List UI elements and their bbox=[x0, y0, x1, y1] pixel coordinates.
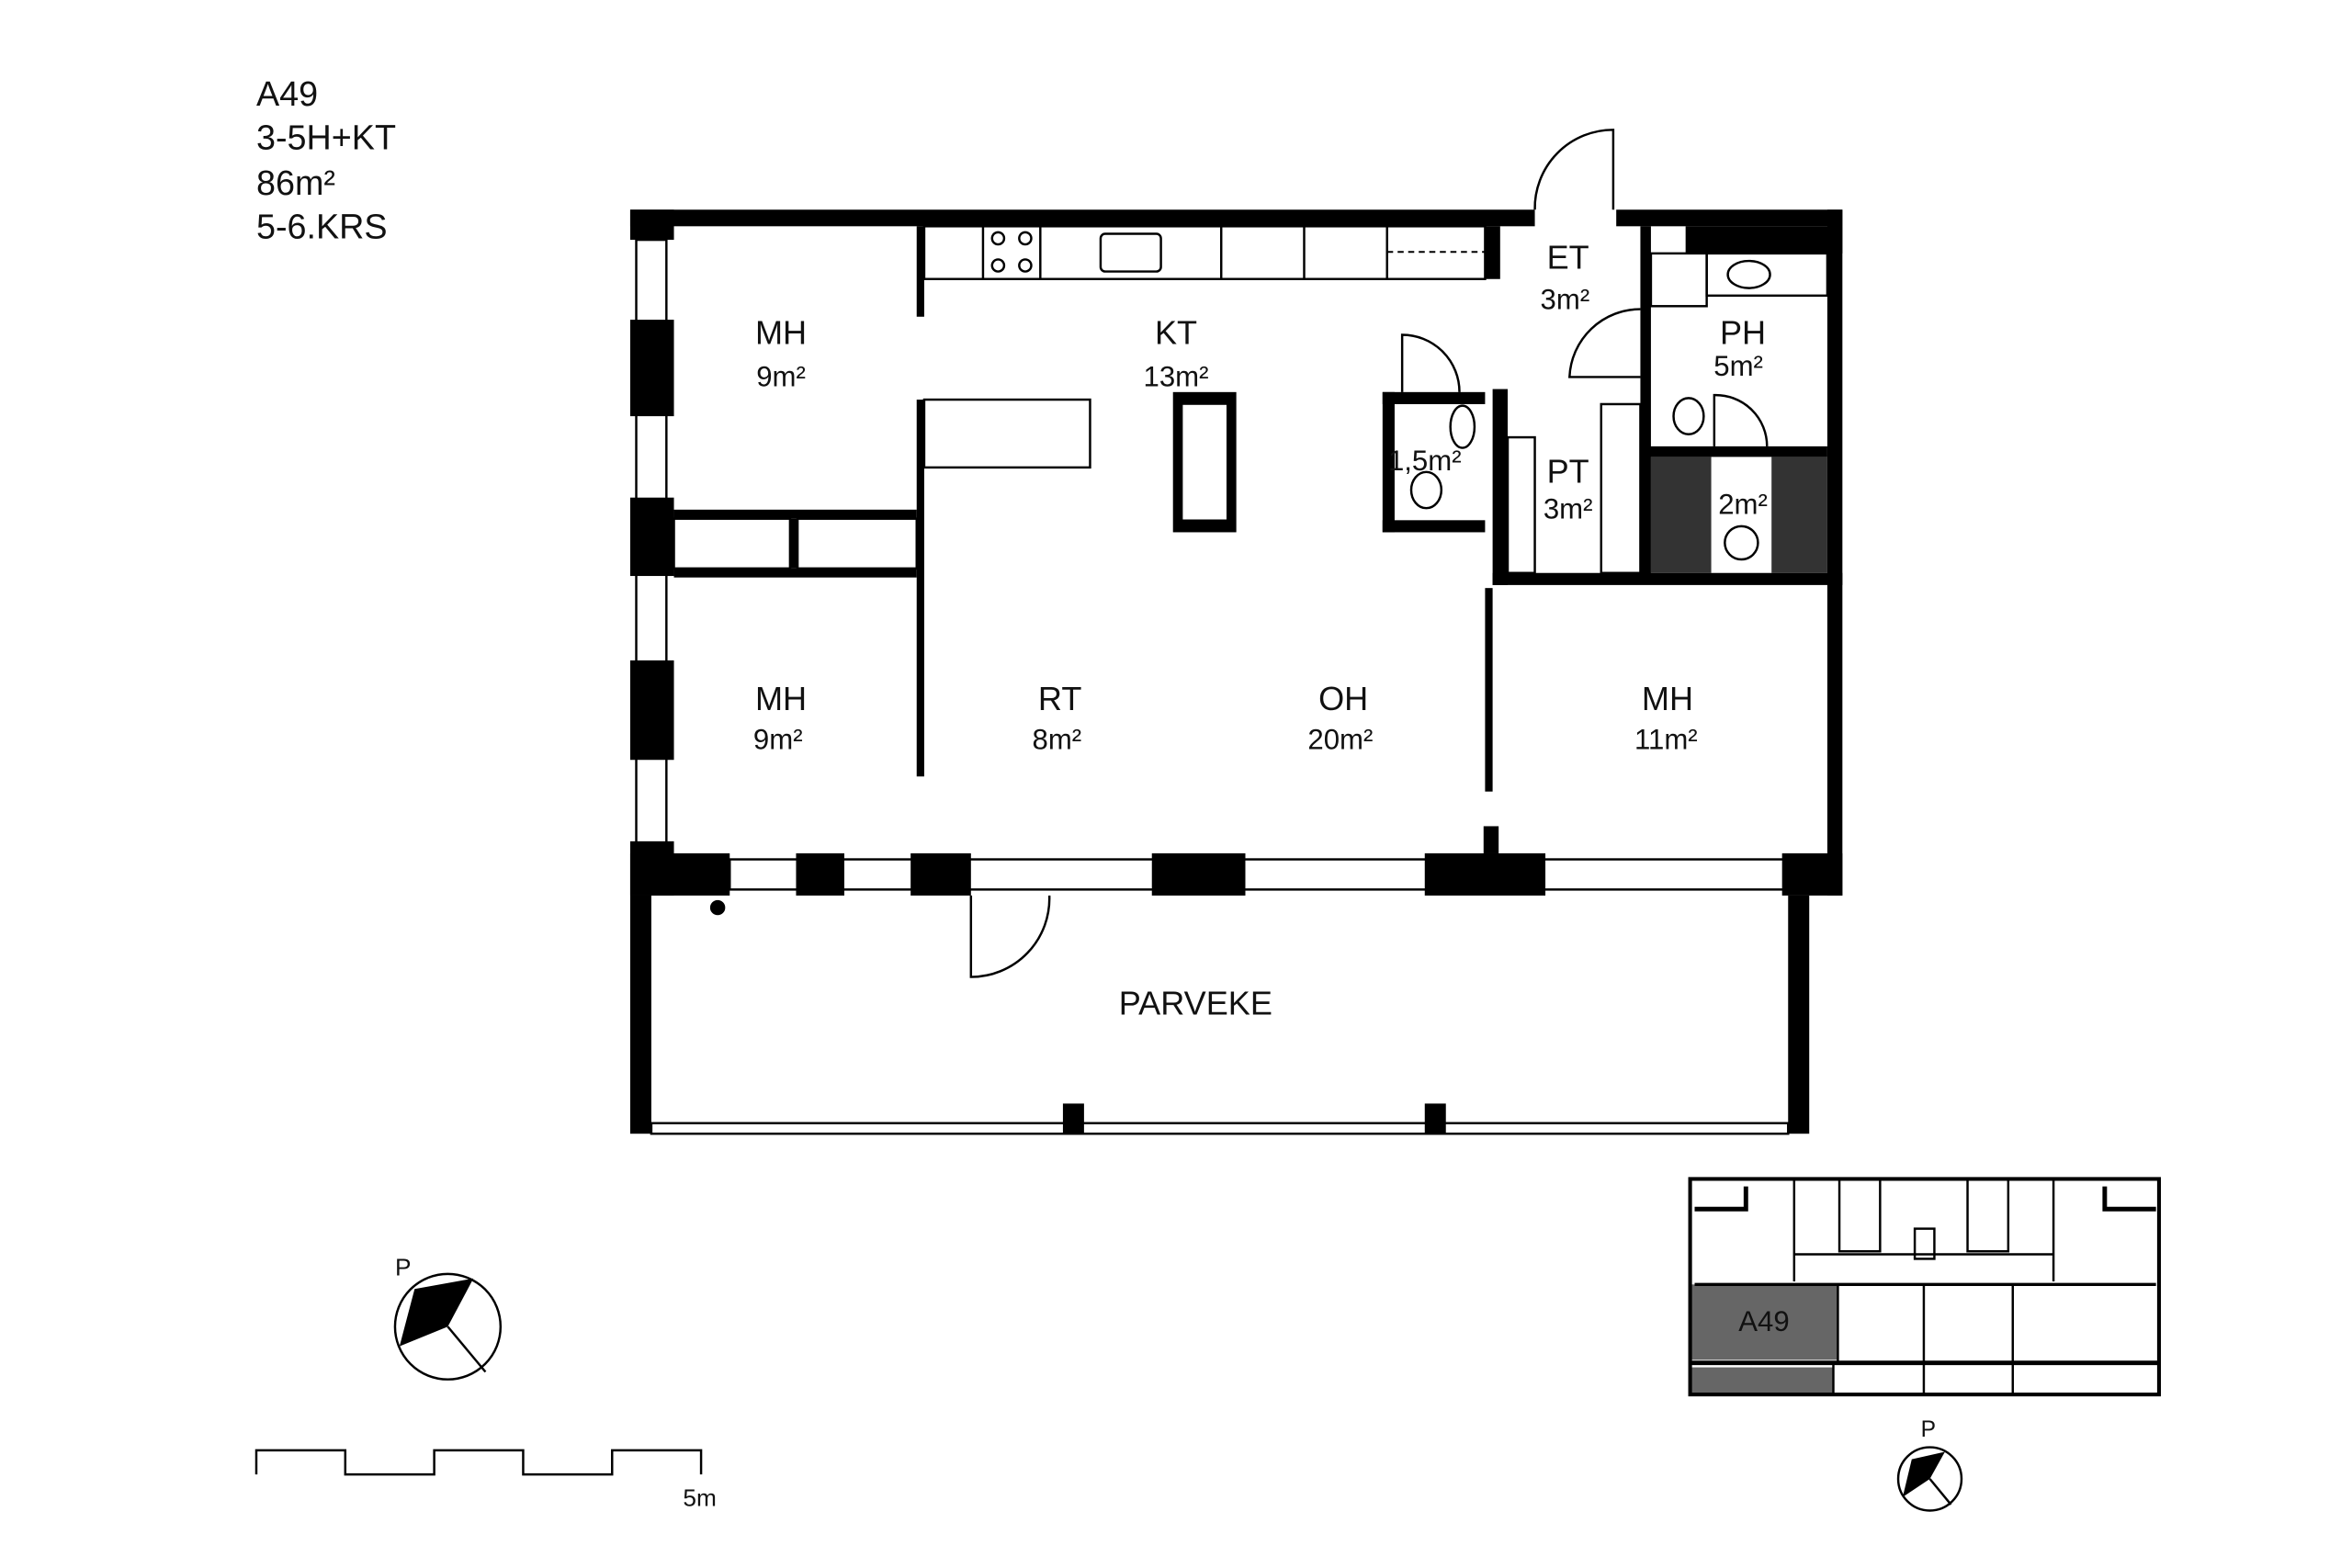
apartment-info: A49 3-5H+KT 86m² 5-6.KRS bbox=[256, 74, 396, 245]
apartment-type: 3-5H+KT bbox=[256, 118, 396, 157]
room-name: MH bbox=[755, 313, 807, 351]
key-plan-compass-icon bbox=[1896, 1446, 1963, 1512]
room-area: 1,5m² bbox=[1388, 445, 1462, 477]
room-area: 5m² bbox=[1713, 350, 1763, 382]
room-area: 2m² bbox=[1718, 489, 1768, 521]
room-area: 3m² bbox=[1544, 493, 1593, 525]
room-labels: MH 9m² KT 13m² ET 3m² PH 5m² 1,5m² PT 3m… bbox=[753, 238, 1768, 1021]
room-area: 9m² bbox=[756, 360, 806, 392]
room-area: 8m² bbox=[1033, 724, 1082, 756]
apartment-id: A49 bbox=[256, 74, 318, 113]
room-area: 20m² bbox=[1307, 724, 1373, 756]
apartment-floors: 5-6.KRS bbox=[256, 207, 388, 245]
balcony bbox=[629, 895, 1810, 1135]
room-area: 11m² bbox=[1634, 724, 1698, 756]
room-area: 9m² bbox=[753, 724, 803, 756]
room-name: PH bbox=[1720, 313, 1766, 351]
doors bbox=[969, 129, 1769, 978]
apartment-area: 86m² bbox=[256, 164, 335, 202]
room-name: PARVEKE bbox=[1119, 985, 1272, 1022]
key-plan-label: A49 bbox=[1738, 1305, 1789, 1337]
room-name: KT bbox=[1155, 313, 1197, 351]
key-plan-compass-label: P bbox=[1921, 1417, 1936, 1442]
scale-label: 5m bbox=[683, 1484, 716, 1512]
scale-bar: 5m bbox=[254, 1449, 717, 1512]
room-area: 13m² bbox=[1144, 360, 1209, 392]
room-name: PT bbox=[1547, 452, 1589, 490]
compass-label: P bbox=[395, 1253, 412, 1280]
room-name: MH bbox=[755, 680, 807, 717]
room-name: OH bbox=[1318, 680, 1368, 717]
key-plan: A49 P bbox=[1688, 1177, 2161, 1512]
room-area: 3m² bbox=[1541, 284, 1590, 316]
room-name: MH bbox=[1642, 680, 1693, 717]
fixtures bbox=[922, 225, 1829, 574]
compass-icon bbox=[393, 1272, 503, 1381]
room-name: RT bbox=[1038, 680, 1081, 717]
north-compass: P bbox=[393, 1253, 503, 1381]
room-name: ET bbox=[1547, 238, 1589, 276]
walls bbox=[629, 209, 1843, 896]
